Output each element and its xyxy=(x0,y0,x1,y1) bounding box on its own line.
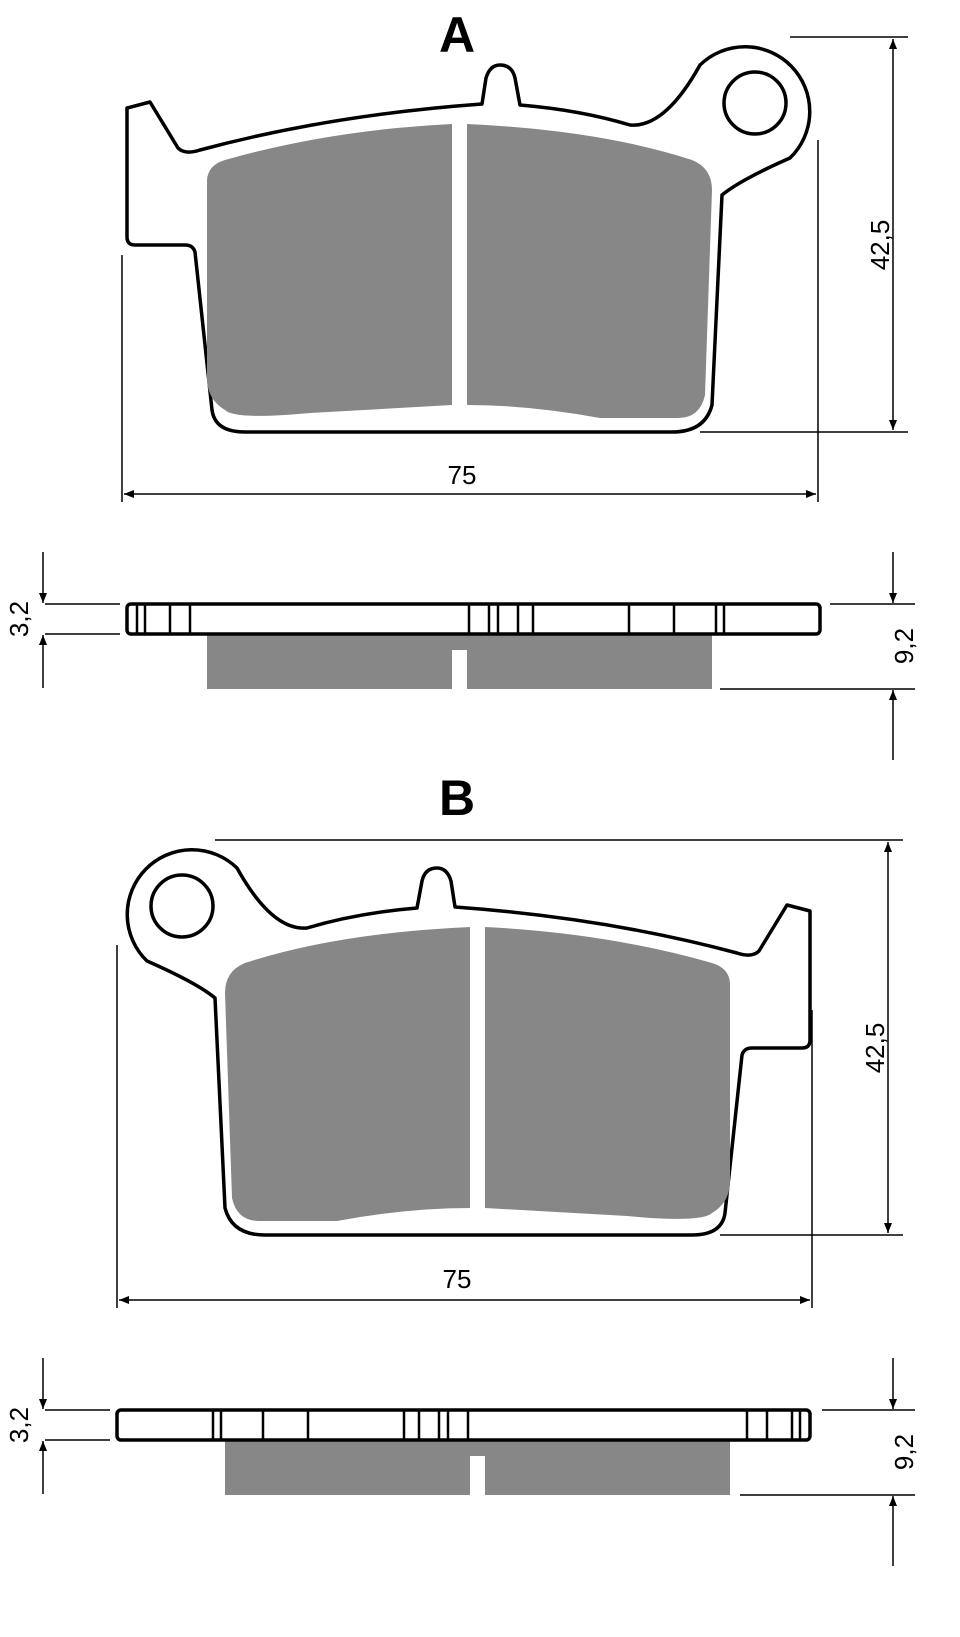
view-a: A 75 42,5 3,2 9,2 xyxy=(4,7,919,760)
view-label-b: B xyxy=(439,770,475,826)
width-dimension-a: 75 xyxy=(121,140,819,502)
pad-b-front xyxy=(125,848,812,1237)
svg-text:42,5: 42,5 xyxy=(860,1023,890,1074)
svg-text:75: 75 xyxy=(443,1264,472,1294)
svg-text:9,2: 9,2 xyxy=(889,628,919,664)
view-label-a: A xyxy=(439,7,475,63)
svg-text:9,2: 9,2 xyxy=(889,1434,919,1470)
svg-text:3,2: 3,2 xyxy=(4,601,34,637)
svg-text:42,5: 42,5 xyxy=(865,220,895,271)
thickness-dimensions-b: 3,2 9,2 xyxy=(4,1358,919,1566)
height-dimension-b: 42,5 xyxy=(215,839,903,1236)
width-dimension-b: 75 xyxy=(116,945,813,1308)
pad-a-side xyxy=(125,602,822,691)
pad-a-front xyxy=(125,45,812,434)
svg-text:3,2: 3,2 xyxy=(4,1407,34,1443)
svg-text:75: 75 xyxy=(448,460,477,490)
height-dimension-a: 42,5 xyxy=(700,36,908,433)
pad-b-side xyxy=(115,1408,812,1497)
thickness-dimensions-a: 3,2 9,2 xyxy=(4,552,919,760)
view-b: B 75 42,5 3,2 9,2 xyxy=(4,770,919,1566)
